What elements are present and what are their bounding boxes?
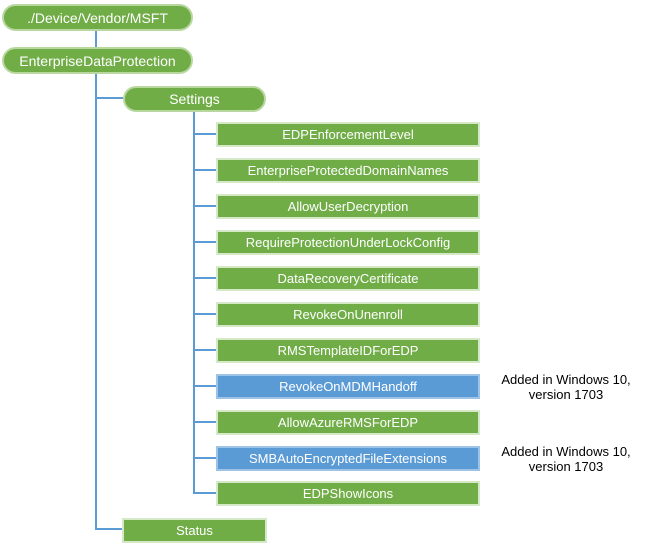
annotation-revoke-on-mdm-handoff: Added in Windows 10, version 1703 [485,372,647,402]
node-device-vendor-msft: ./Device/Vendor/MSFT [2,4,193,31]
node-revoke-on-mdm-handoff: RevokeOnMDMHandoff [216,374,480,399]
node-revoke-on-unenroll: RevokeOnUnenroll [216,302,480,327]
node-allow-azure-rms-for-edp: AllowAzureRMSForEDP [216,410,480,435]
node-smb-auto-encrypted-file-extensions: SMBAutoEncryptedFileExtensions [216,446,480,471]
node-edp-enforcement-level: EDPEnforcementLevel [216,122,480,147]
annotation-line2: version 1703 [528,459,604,474]
annotation-line2: version 1703 [528,387,604,402]
node-require-protection-under-lock-config: RequireProtectionUnderLockConfig [216,230,480,255]
annotation-smb-auto-encrypted-file-extensions: Added in Windows 10, version 1703 [485,444,647,474]
node-enterprise-data-protection: EnterpriseDataProtection [2,47,193,74]
node-allow-user-decryption: AllowUserDecryption [216,194,480,219]
node-edp-show-icons: EDPShowIcons [216,481,480,506]
annotation-line1: Added in Windows 10, [501,444,631,459]
node-rms-template-id-for-edp: RMSTemplateIDForEDP [216,338,480,363]
node-settings: Settings [123,86,266,112]
node-enterprise-protected-domain-names: EnterpriseProtectedDomainNames [216,158,480,183]
node-data-recovery-certificate: DataRecoveryCertificate [216,266,480,291]
annotation-line1: Added in Windows 10, [501,372,631,387]
node-status: Status [122,518,267,543]
